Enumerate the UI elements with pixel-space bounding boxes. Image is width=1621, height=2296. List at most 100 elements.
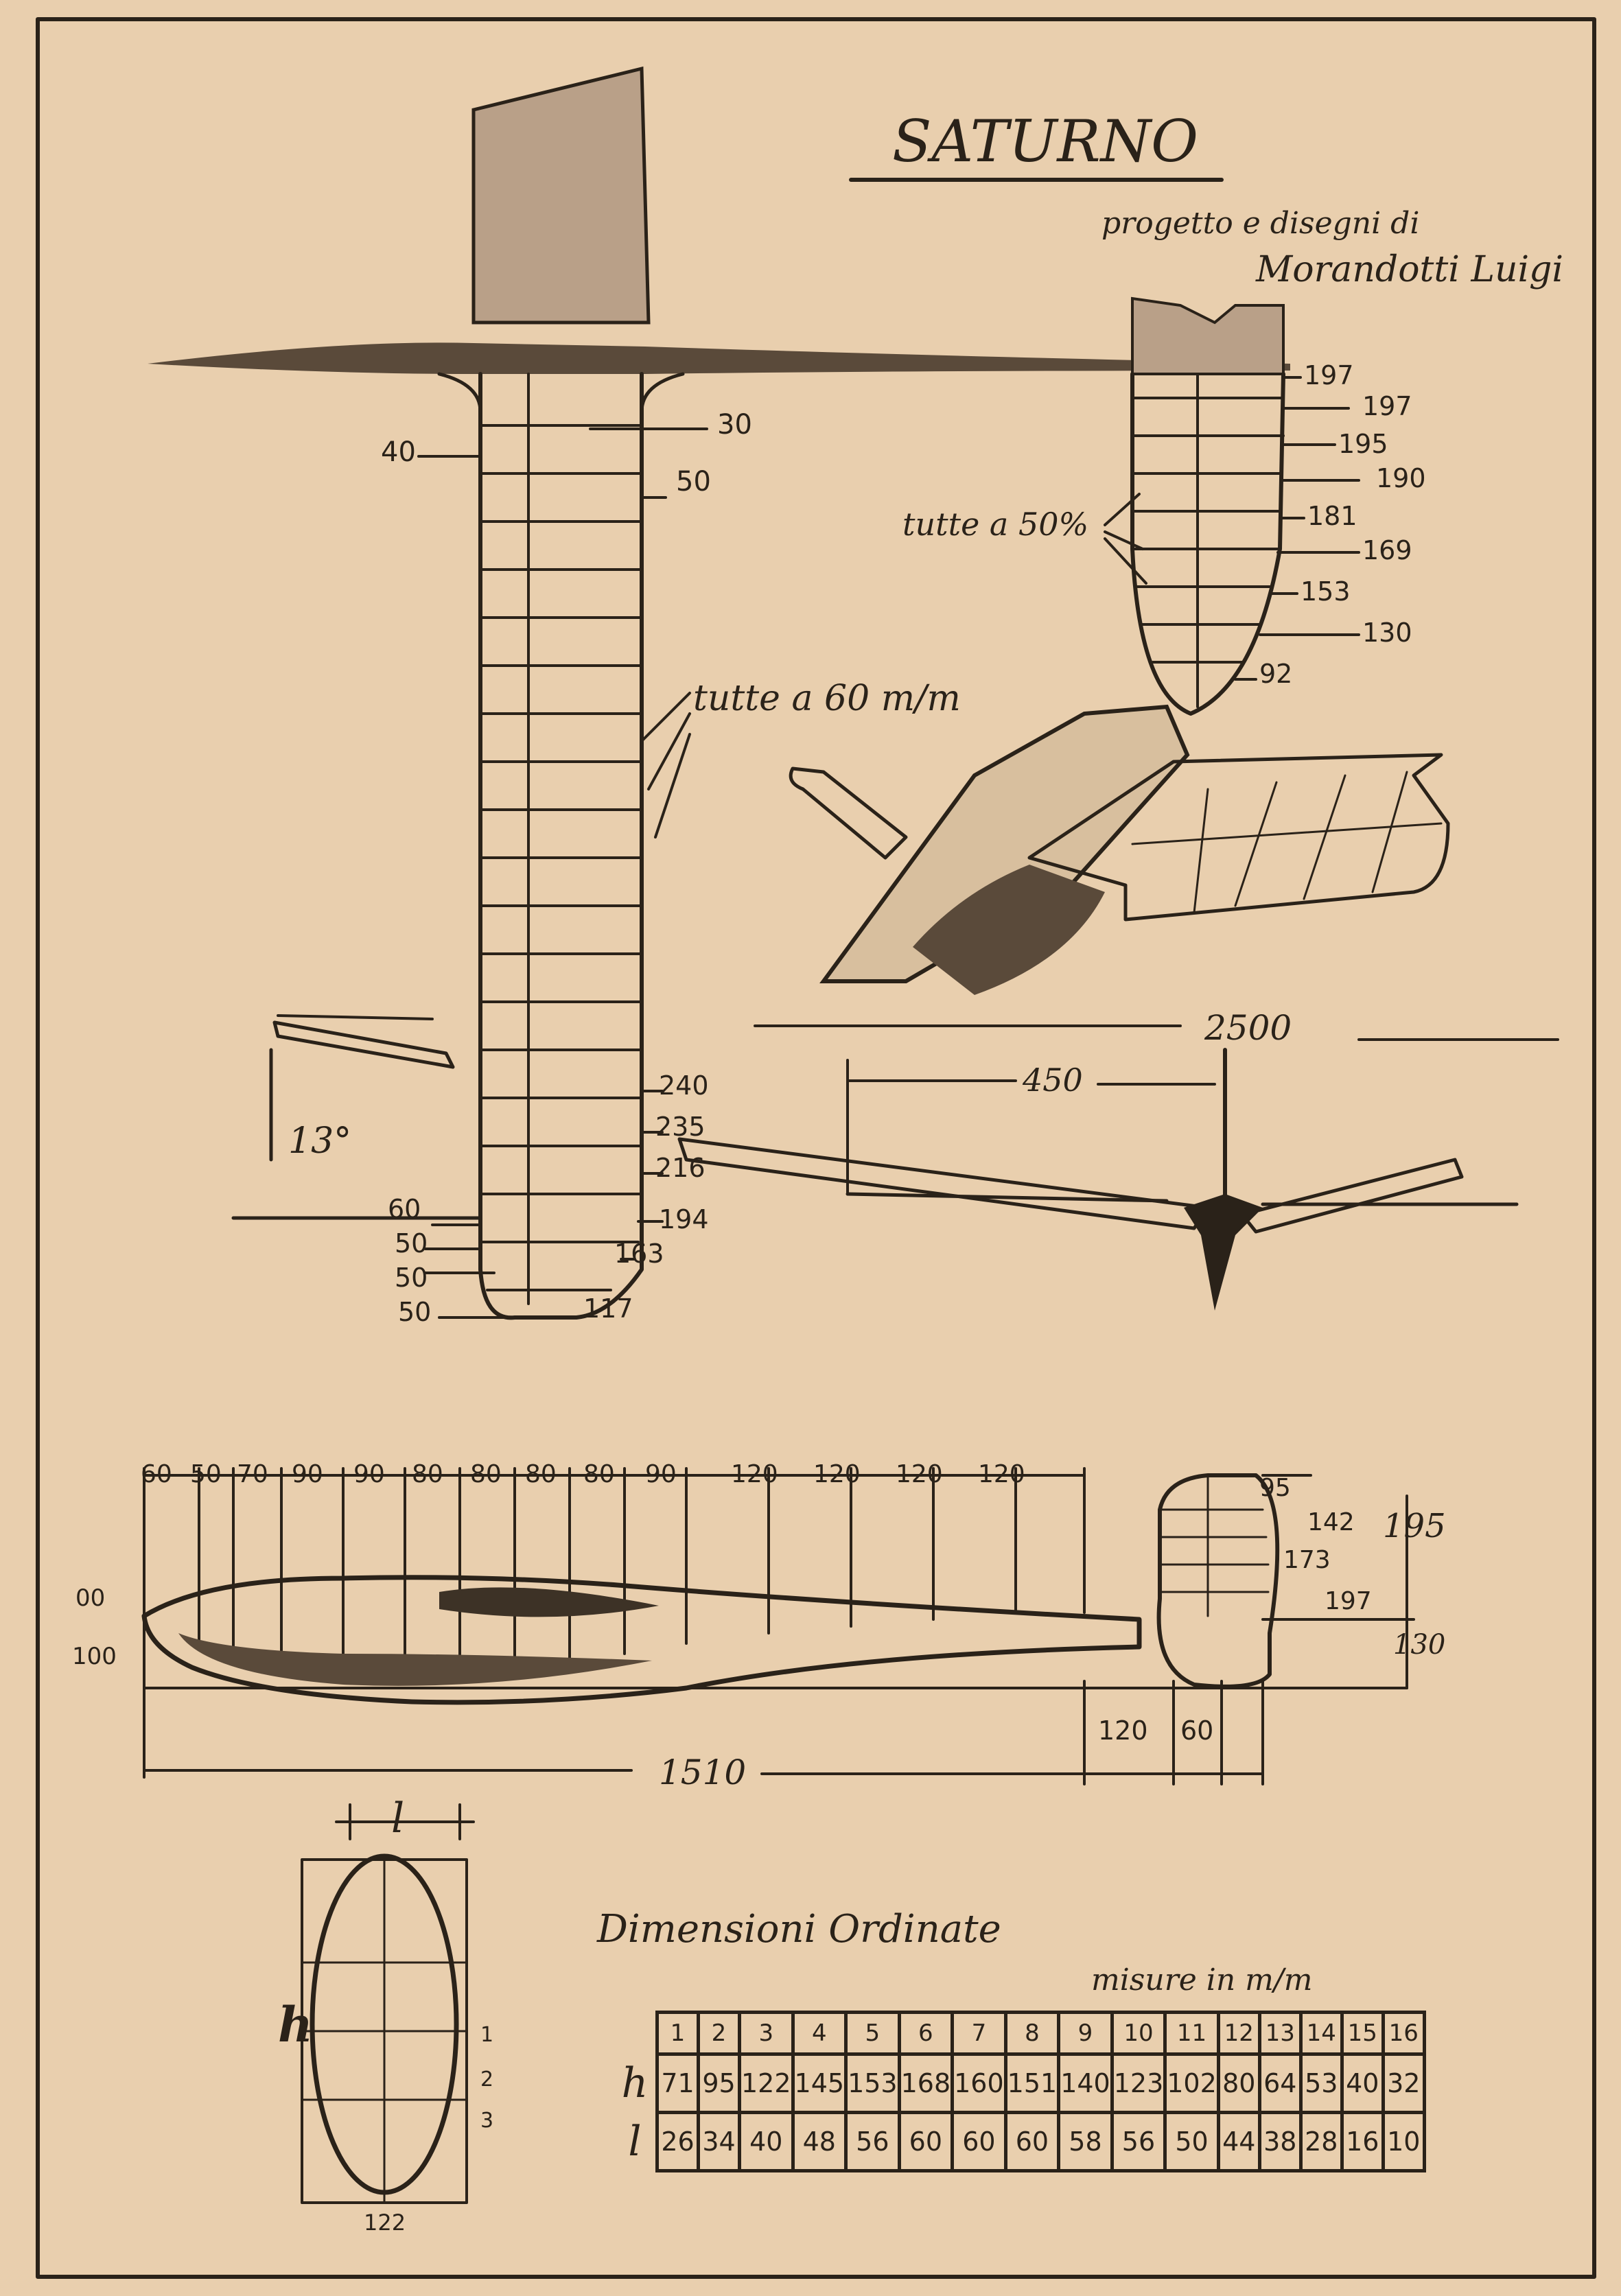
column-header: 4 [791,2011,848,2056]
column-header: 8 [1003,2011,1061,2056]
section-mark: 2 [480,2067,493,2092]
station-dim: 90 [292,1460,323,1488]
wing-leading-profile [148,342,1290,374]
column-header: 16 [1381,2011,1426,2056]
fin-ribs [1158,1474,1270,1617]
table-cell: 28 [1298,2111,1344,2172]
tail-chord: 197 [1362,391,1412,421]
front-baseline [846,1192,1169,1203]
column-header: 15 [1340,2011,1385,2056]
canopy [439,1587,659,1617]
table-cell: 95 [697,2052,741,2114]
table-cell: 80 [1216,2052,1261,2114]
sketch-wing-ribs [1131,771,1443,914]
column-header: 12 [1216,2011,1261,2056]
tail-chord: 153 [1301,576,1351,607]
station-dim: 90 [353,1460,385,1488]
station-lines [143,1467,1086,1779]
table-cell: 48 [791,2111,848,2172]
row-label: h [621,2059,649,2107]
wing-leaders [417,427,708,1319]
cross-section: l h 1 2 3 122 [278,1794,493,2236]
section-bottom: 122 [364,2210,406,2236]
fuselage-side-view: 60 50 70 90 90 80 80 80 80 90 120 120 12… [72,1460,1446,1792]
table-cell: 168 [897,2052,955,2114]
table-cell: 160 [951,2052,1007,2114]
station-dim: 80 [583,1460,615,1488]
station-dim: 90 [645,1460,677,1488]
station-dim: 70 [237,1460,268,1488]
row-label: l [628,2118,642,2166]
column-header: 14 [1298,2011,1344,2056]
tail-outline [1130,372,1285,716]
column-header: 5 [844,2011,901,2056]
table-cell: 40 [738,2111,795,2172]
wing-rib-note: tutte a 60 m/m [693,678,961,719]
drawing-title: SATURNO [892,108,1198,175]
column-header: 11 [1163,2011,1220,2056]
column-header: 10 [1110,2011,1167,2056]
wing-tip-chord: 117 [583,1293,633,1324]
table-cell: 56 [1110,2111,1167,2172]
table-cell: 34 [697,2111,741,2172]
fin-label: 173 [1283,1546,1331,1574]
table-cell: 145 [791,2052,848,2114]
dihedral-wing-stub [272,1020,455,1069]
column-header: 1 [655,2011,700,2056]
tail-ribs [1131,397,1285,664]
table-cell: 53 [1298,2052,1344,2114]
section-mark: 1 [480,2023,493,2047]
center-span-dimension: 450 [1022,1062,1083,1099]
ordinates-table: 1 2 3 4 5 6 7 8 9 10 11 12 13 14 15 16 h… [614,2011,1426,2172]
fuselage-length: 1510 [659,1753,746,1792]
table-cell: 102 [1163,2052,1220,2114]
station-dim: 80 [412,1460,443,1488]
wing-tip-chord: 194 [659,1204,709,1234]
wing-root-hatch [471,66,651,325]
table-cell: 140 [1057,2052,1114,2114]
fuselage-shading [178,1633,652,1686]
wing-ribs [479,424,643,1291]
section-width-label: l [391,1794,404,1842]
wing-tip-offset: 50 [395,1228,428,1258]
table-cell: 26 [655,2111,700,2172]
fin-label: 95 [1259,1474,1291,1502]
front-fuselage [1184,1194,1263,1311]
table-header-row: 1 2 3 4 5 6 7 8 9 10 11 12 13 14 15 16 [614,2011,1426,2056]
table-cell: 38 [1257,2111,1303,2172]
table-cell: 32 [1381,2052,1426,2114]
tail-chord: 197 [1304,360,1354,390]
station-dim: 60 [141,1460,172,1488]
station-dim: 80 [470,1460,502,1488]
station-dim: 50 [190,1460,222,1488]
span-dimension: 2500 [1204,1008,1292,1048]
station-dim: 120 [813,1460,861,1488]
table-cell: 71 [655,2052,700,2114]
station-dim: 120 [978,1460,1025,1488]
tail-root-hatch [1131,296,1285,375]
column-header: 7 [951,2011,1007,2056]
table-cell: 64 [1257,2052,1303,2114]
column-header: 6 [897,2011,955,2056]
tail-chord: 195 [1338,429,1388,459]
table-cell: 16 [1340,2111,1385,2172]
table-cell: 56 [844,2111,901,2172]
fin-height: 195 [1383,1507,1446,1545]
wing-tip-chord: 216 [655,1153,705,1183]
table-cell: 123 [1110,2052,1167,2114]
wing-tip-chord: 163 [614,1239,664,1269]
table-row: l 26 34 40 48 56 60 60 60 58 56 50 44 38… [614,2111,1426,2172]
dihedral-detail: 13° [269,1014,455,1162]
nose-label: 100 [72,1643,117,1670]
table-cell: 122 [738,2052,795,2114]
sketch-fuselage-shadow [913,865,1105,995]
front-left-wing [677,1137,1210,1230]
sheet-border [36,17,1596,2279]
sketch-fuselage [819,704,1190,983]
table-cell: 50 [1163,2111,1220,2172]
tail-chord: 190 [1376,463,1426,493]
front-right-wing [1240,1158,1464,1234]
wing-tip-offset: 50 [398,1297,431,1327]
tail-rib-note: tutte a 50% [902,506,1088,543]
